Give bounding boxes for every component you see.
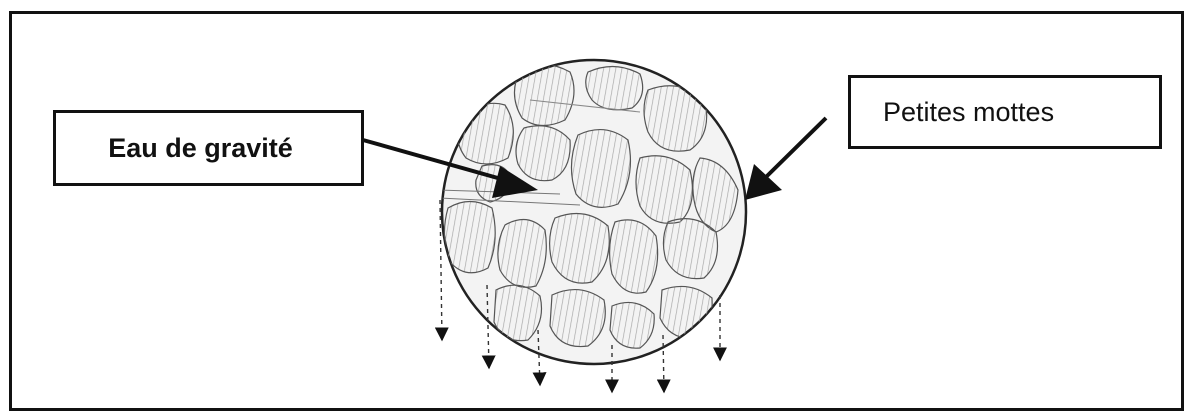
label-small-clods-text: Petites mottes: [883, 97, 1054, 128]
arrow-to-small-clods: [745, 118, 826, 200]
label-gravity-water-text: Eau de gravité: [108, 133, 293, 164]
label-small-clods: Petites mottes: [848, 75, 1162, 149]
label-gravity-water: Eau de gravité: [53, 110, 364, 186]
soil-sample-circle: [440, 60, 746, 364]
